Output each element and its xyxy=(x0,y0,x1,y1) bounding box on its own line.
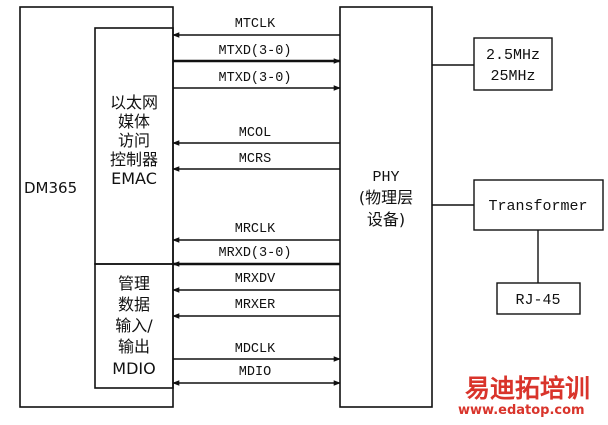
signal-label-mrxdv: MRXDV xyxy=(235,272,276,287)
dm365-label: DM365 xyxy=(24,179,77,197)
emac-line-5: EMAC xyxy=(111,169,157,188)
clock-box xyxy=(473,37,553,91)
phy-block xyxy=(339,6,433,408)
watermark-url: www.edatop.com xyxy=(458,403,585,418)
signal-label-mcrs: MCRS xyxy=(239,152,271,167)
signal-label-mcol: MCOL xyxy=(239,126,271,141)
signal-label-mrxer: MRXER xyxy=(235,298,276,313)
phy-line-3: 设备) xyxy=(367,210,405,229)
phy-line-2: (物理层 xyxy=(359,188,413,207)
mdio-line-1: 管理 xyxy=(118,274,150,293)
clock-line-2: 25MHz xyxy=(490,68,535,85)
rj45-label: RJ-45 xyxy=(515,292,560,309)
clock-line-1: 2.5MHz xyxy=(486,47,540,64)
signal-label-mrxd: MRXD(3-0) xyxy=(219,246,292,261)
signal-label-mtxd-1: MTXD(3-0) xyxy=(219,44,292,59)
signal-label-mtxd-2: MTXD(3-0) xyxy=(219,71,292,86)
mdio-line-5: MDIO xyxy=(112,359,155,378)
transformer-label: Transformer xyxy=(488,198,587,215)
emac-line-3: 访问 xyxy=(118,131,150,150)
phy-line-1: PHY xyxy=(372,169,399,186)
watermark-brand: 易迪拓培训 xyxy=(465,374,590,403)
dm365-block xyxy=(19,6,174,408)
emac-line-2: 媒体 xyxy=(118,112,150,131)
rj45-box xyxy=(496,282,581,315)
emac-line-1: 以太网 xyxy=(110,93,158,112)
mdio-line-4: 输出 xyxy=(118,337,150,356)
mdio-line-2: 数据 xyxy=(118,295,150,314)
signal-label-mdio: MDIO xyxy=(239,365,271,380)
signal-label-mtclk: MTCLK xyxy=(235,17,276,32)
mdio-block xyxy=(94,263,174,389)
signal-label-mrclk: MRCLK xyxy=(235,222,276,237)
signal-label-mdclk: MDCLK xyxy=(235,342,276,357)
signal-lines xyxy=(172,32,341,386)
mdio-line-3: 输入/ xyxy=(115,316,153,335)
emac-line-4: 控制器 xyxy=(110,150,158,169)
